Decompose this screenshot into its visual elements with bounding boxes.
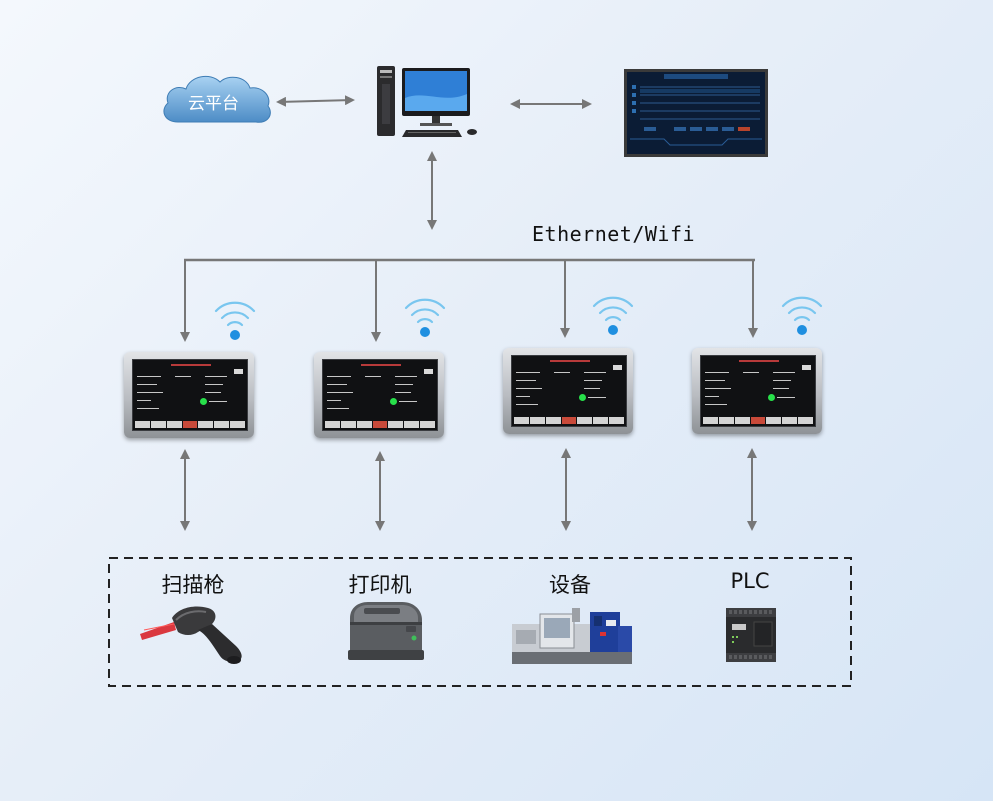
wifi-icon <box>592 296 634 335</box>
device-label-plc: PLC <box>730 569 770 593</box>
terminal-screen <box>132 359 248 431</box>
cloud-platform: 云平台 <box>163 75 271 123</box>
barcode-scanner-icon <box>140 606 242 664</box>
dashboard-monitor-icon <box>624 69 768 157</box>
terminal-panel-3 <box>503 348 633 434</box>
wifi-icon <box>404 298 446 337</box>
wifi-icon <box>214 301 256 340</box>
label-printer-icon <box>348 602 424 660</box>
injection-machine-icon <box>512 608 632 664</box>
cloud-pc-arrow <box>276 95 355 107</box>
device-label-equipment: 设备 <box>549 573 591 597</box>
terminal-screen <box>511 355 627 427</box>
wifi-icon <box>781 296 823 335</box>
terminal-panel-4 <box>692 348 822 434</box>
terminal-panel-1 <box>124 352 254 438</box>
device-label-printer: 打印机 <box>348 573 412 597</box>
plc-module-icon <box>726 608 776 662</box>
network-label: Ethernet/Wifi <box>532 222 696 246</box>
cloud-label: 云平台 <box>188 94 239 114</box>
terminal-panel-2 <box>314 352 444 438</box>
desktop-pc-icon <box>377 66 477 137</box>
device-label-scanner: 扫描枪 <box>161 573 225 597</box>
terminal-screen <box>700 355 816 427</box>
terminal-screen <box>322 359 438 431</box>
